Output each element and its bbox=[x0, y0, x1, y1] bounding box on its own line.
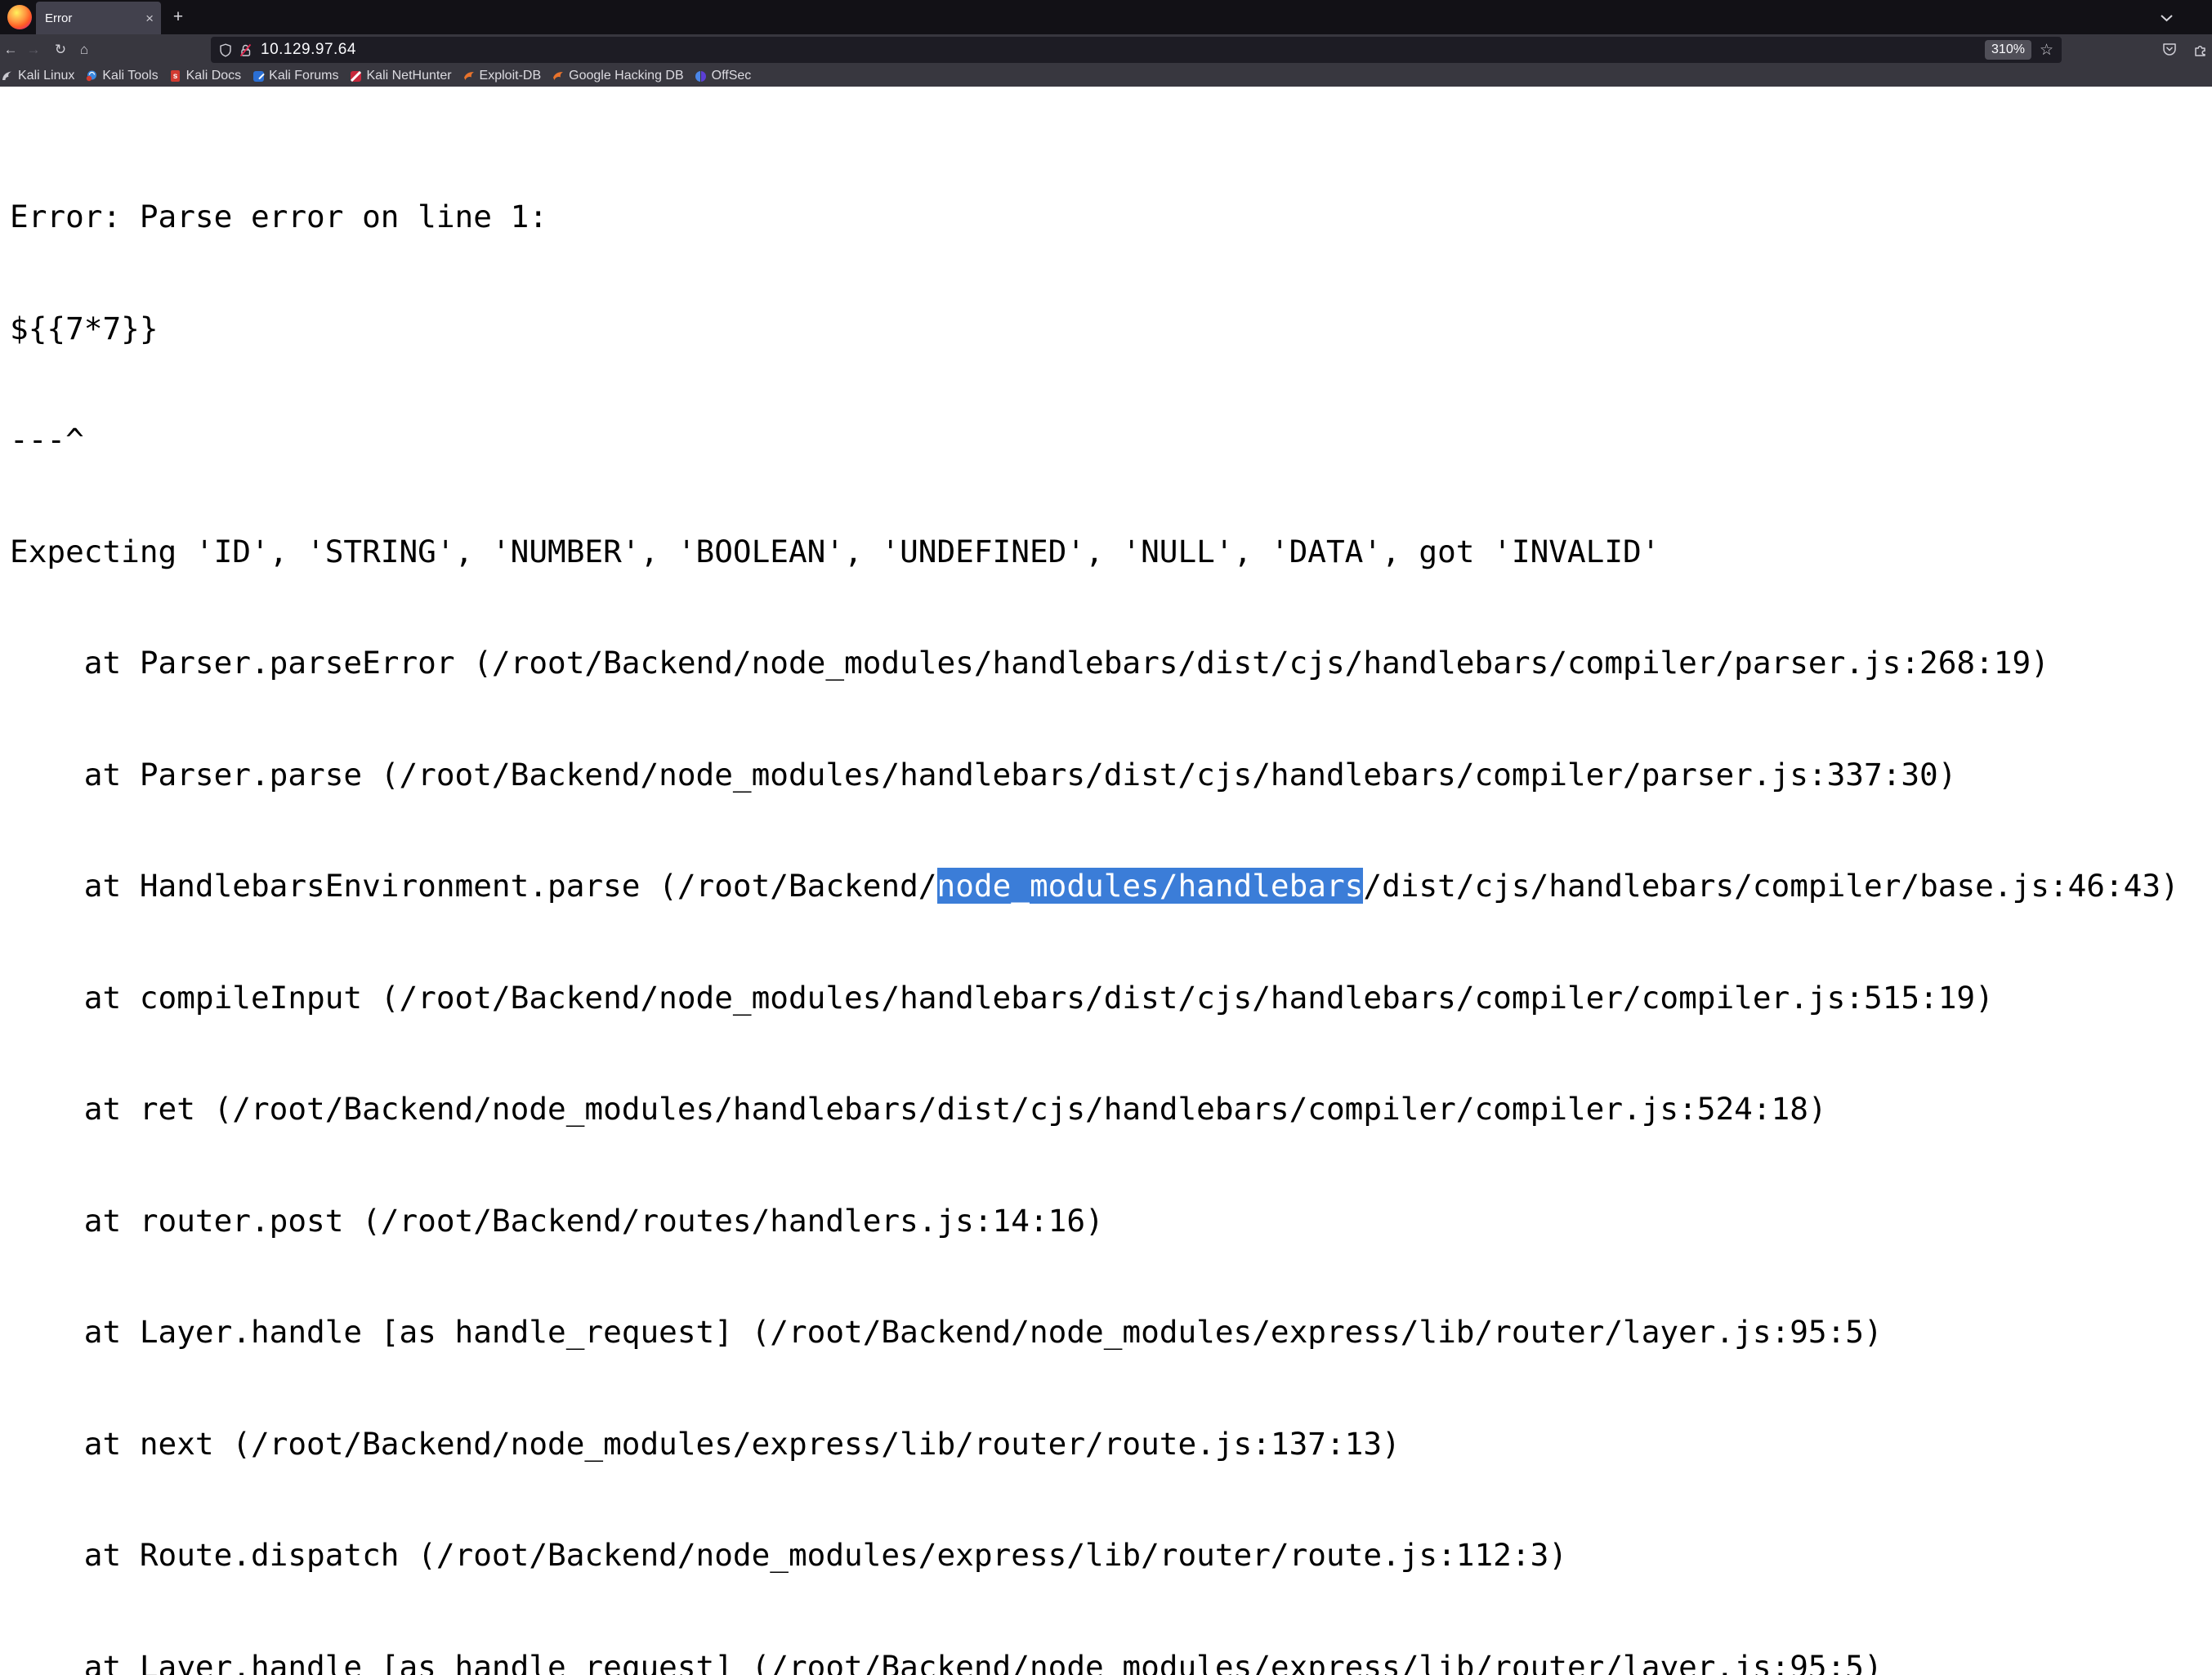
bookmark-kali-docs[interactable]: s Kali Docs bbox=[170, 69, 242, 83]
error-title: Error: Parse error on line 1: bbox=[10, 199, 2212, 236]
shield-icon[interactable] bbox=[219, 43, 232, 57]
tab-bar: Error × + bbox=[0, 0, 2212, 34]
bookmark-exploit-db[interactable]: Exploit-DB bbox=[463, 69, 542, 83]
home-icon[interactable]: ⌂ bbox=[76, 34, 92, 65]
offsec-icon bbox=[695, 70, 707, 82]
bookmark-label: OffSec bbox=[712, 69, 752, 83]
bookmark-kali-linux[interactable]: Kali Linux bbox=[2, 69, 74, 83]
insecure-lock-icon[interactable] bbox=[239, 43, 252, 57]
bookmark-kali-nethunter[interactable]: Kali NetHunter bbox=[351, 69, 452, 83]
stack-line-before-selection: at HandlebarsEnvironment.parse (/root/Ba… bbox=[10, 868, 937, 904]
pocket-icon[interactable] bbox=[2162, 42, 2177, 60]
error-expect-line: Expecting 'ID', 'STRING', 'NUMBER', 'BOO… bbox=[10, 534, 2212, 571]
tab-title: Error bbox=[45, 11, 72, 25]
list-all-tabs-chevron-icon[interactable] bbox=[2161, 11, 2173, 26]
zoom-level-badge[interactable]: 310% bbox=[1985, 40, 2031, 60]
tab-error[interactable]: Error × bbox=[36, 2, 161, 34]
bookmark-label: Kali NetHunter bbox=[367, 69, 452, 83]
error-pointer-line: ---^ bbox=[10, 422, 2212, 459]
reload-icon[interactable]: ↻ bbox=[52, 34, 69, 65]
stack-line: at Parser.parse (/root/Backend/node_modu… bbox=[10, 757, 2212, 794]
bookmark-label: Kali Linux bbox=[18, 69, 74, 83]
nav-toolbar: ← → ↻ ⌂ 10.129.97.64 310% ☆ bbox=[0, 34, 2212, 65]
bookmark-label: Kali Forums bbox=[269, 69, 338, 83]
kali-dragon-icon bbox=[2, 70, 13, 82]
bookmark-offsec[interactable]: OffSec bbox=[695, 69, 752, 83]
stack-line: at router.post (/root/Backend/routes/han… bbox=[10, 1203, 2212, 1240]
firefox-icon bbox=[7, 5, 32, 29]
kali-forums-icon bbox=[252, 70, 264, 82]
error-stack-trace: Error: Parse error on line 1: ${{7*7}} -… bbox=[10, 124, 2212, 1675]
new-tab-button[interactable]: + bbox=[168, 7, 188, 27]
close-tab-icon[interactable]: × bbox=[145, 11, 154, 25]
exploit-db-bird-icon bbox=[463, 70, 475, 82]
stack-line-after-selection: /dist/cjs/handlebars/compiler/base.js:46… bbox=[1363, 868, 2178, 904]
forward-icon: → bbox=[25, 34, 42, 65]
url-bar[interactable]: 10.129.97.64 310% ☆ bbox=[211, 37, 2062, 63]
ghdb-bird-icon bbox=[552, 70, 564, 82]
stack-line: at compileInput (/root/Backend/node_modu… bbox=[10, 980, 2212, 1017]
bookmark-google-hacking-db[interactable]: Google Hacking DB bbox=[552, 69, 684, 83]
kali-tools-icon bbox=[86, 70, 97, 82]
stack-line: at next (/root/Backend/node_modules/expr… bbox=[10, 1426, 2212, 1463]
error-source-line: ${{7*7}} bbox=[10, 310, 2212, 348]
stack-line: at Route.dispatch (/root/Backend/node_mo… bbox=[10, 1537, 2212, 1574]
bookmark-label: Kali Tools bbox=[102, 69, 158, 83]
browser-window: Error × + ← → ↻ ⌂ 10.129.97.64 310% ☆ bbox=[0, 0, 2212, 838]
kali-nethunter-icon bbox=[351, 70, 362, 82]
back-icon[interactable]: ← bbox=[2, 34, 19, 65]
stack-line: at Parser.parseError (/root/Backend/node… bbox=[10, 645, 2212, 682]
selected-text: node_modules/handlebars bbox=[937, 868, 1364, 904]
extensions-icon[interactable] bbox=[2193, 42, 2208, 60]
stack-line: at Layer.handle [as handle_request] (/ro… bbox=[10, 1314, 2212, 1351]
bookmarks-bar: Kali Linux Kali Tools s Kali Docs Kali F… bbox=[0, 65, 2212, 87]
page-content: Error: Parse error on line 1: ${{7*7}} -… bbox=[0, 87, 2212, 838]
stack-line: at ret (/root/Backend/node_modules/handl… bbox=[10, 1091, 2212, 1128]
stack-line: at HandlebarsEnvironment.parse (/root/Ba… bbox=[10, 868, 2212, 905]
bookmark-label: Google Hacking DB bbox=[569, 69, 684, 83]
bookmark-kali-forums[interactable]: Kali Forums bbox=[252, 69, 338, 83]
kali-docs-icon: s bbox=[170, 70, 181, 82]
bookmark-label: Exploit-DB bbox=[480, 69, 542, 83]
stack-line: at Layer.handle [as handle_request] (/ro… bbox=[10, 1649, 2212, 1675]
bookmark-star-icon[interactable]: ☆ bbox=[2040, 41, 2053, 60]
bookmark-kali-tools[interactable]: Kali Tools bbox=[86, 69, 158, 83]
url-input[interactable]: 10.129.97.64 bbox=[261, 41, 356, 59]
bookmark-label: Kali Docs bbox=[186, 69, 242, 83]
